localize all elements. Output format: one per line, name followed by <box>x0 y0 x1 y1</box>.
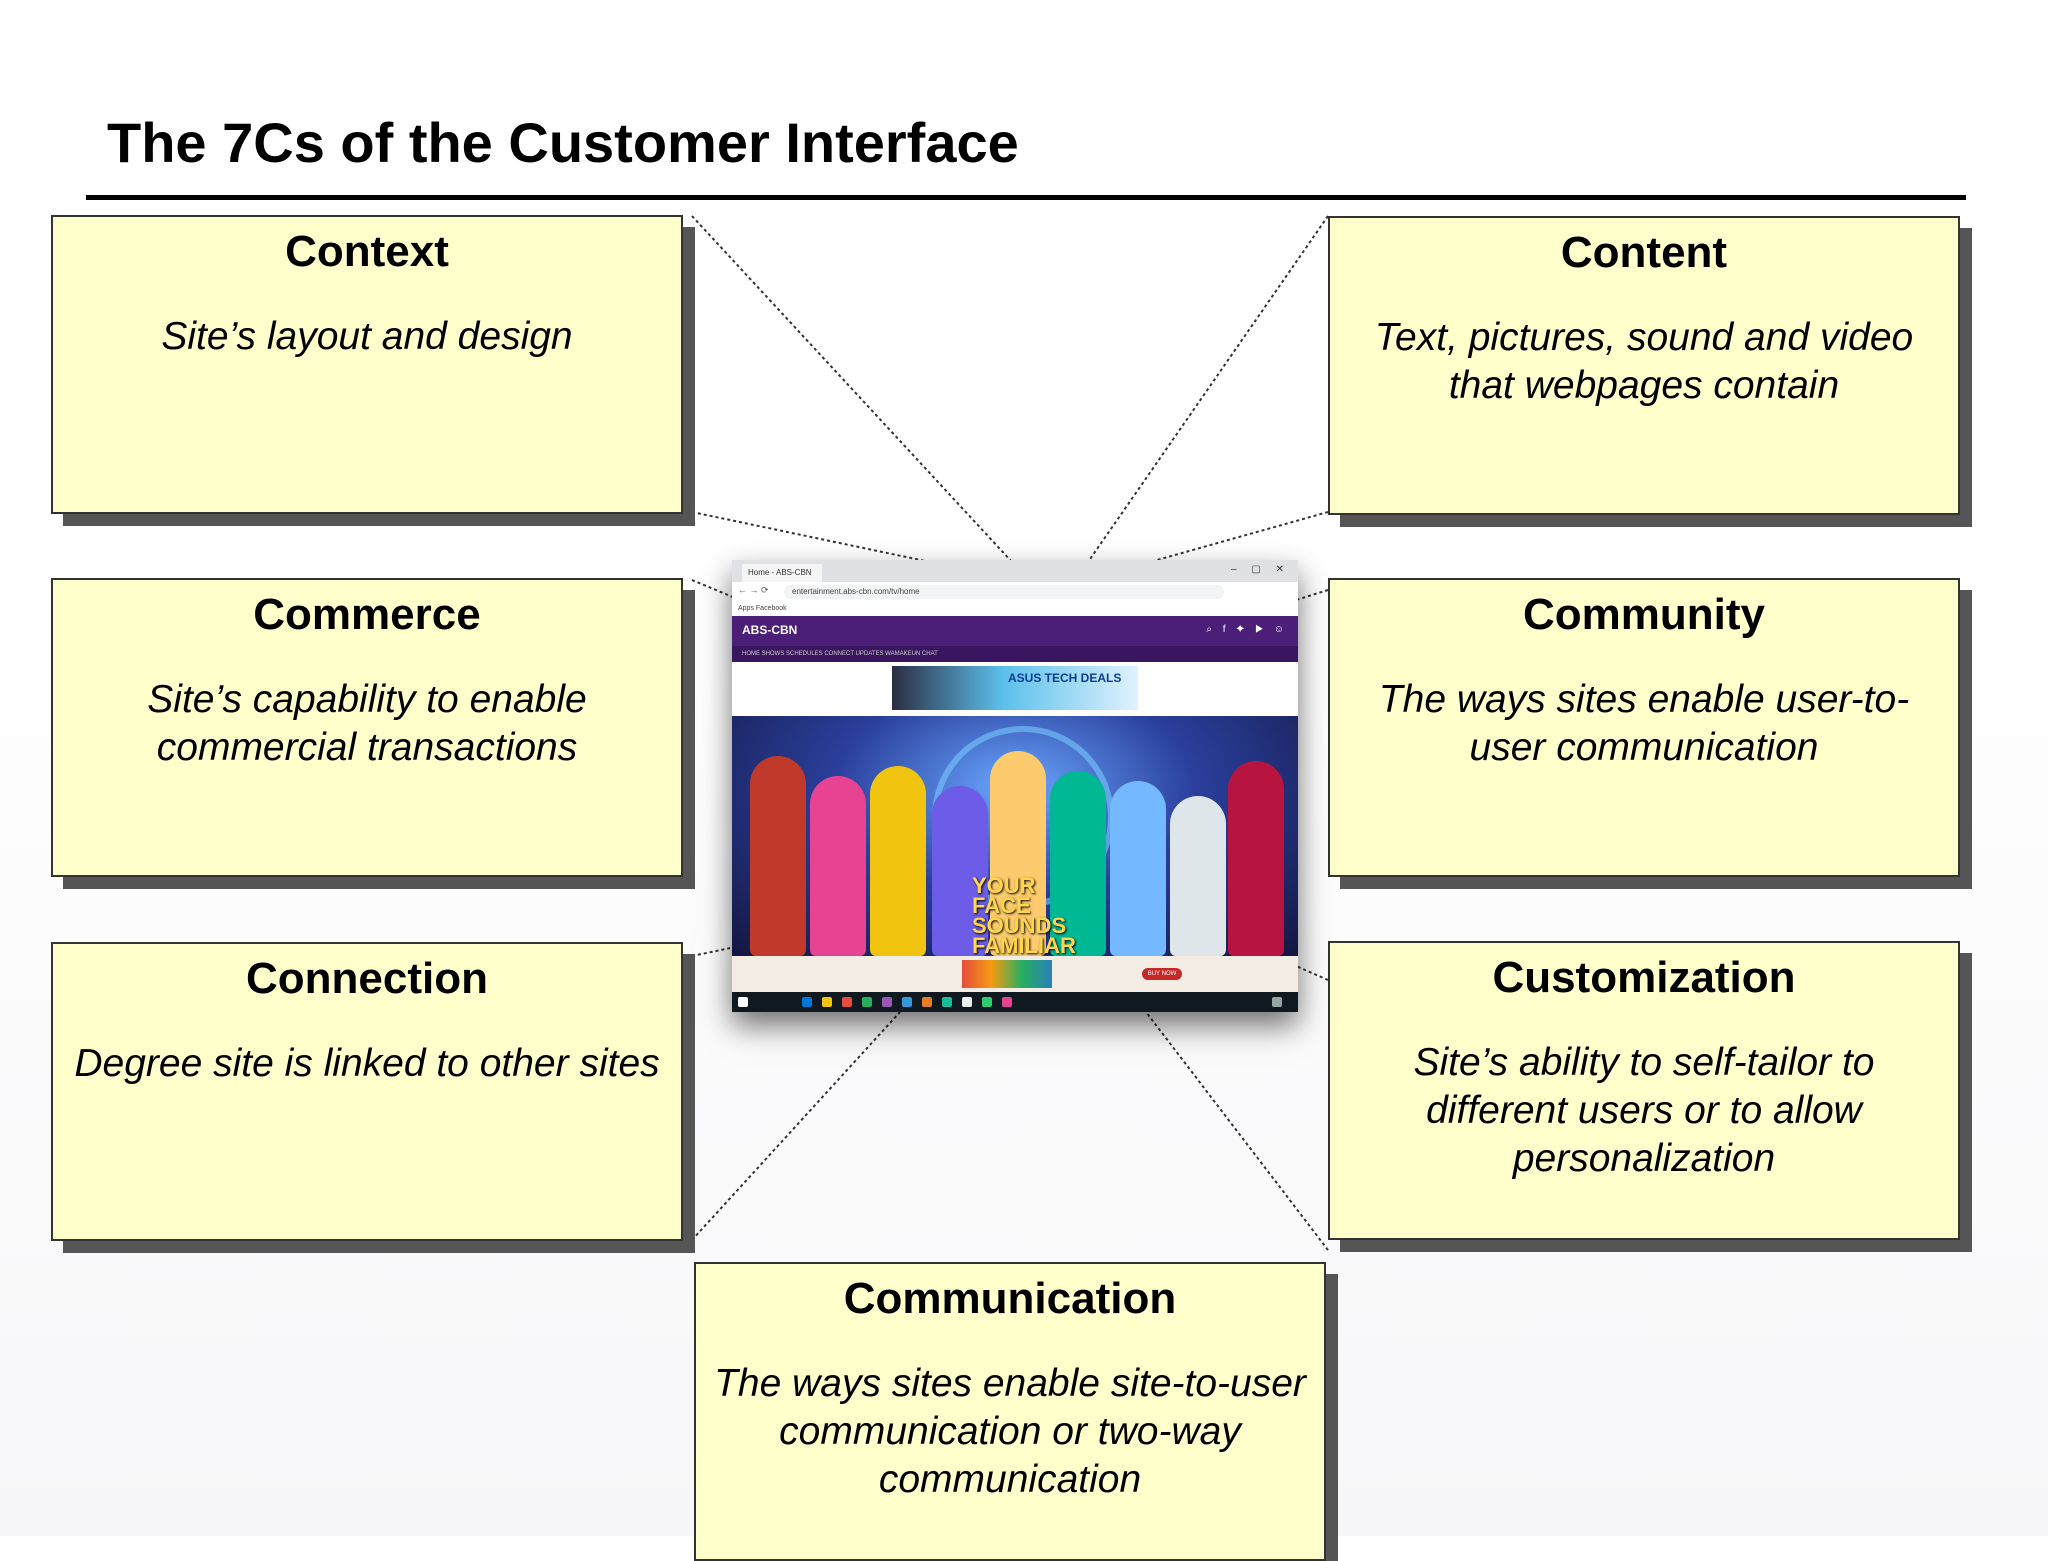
connector-connection-top <box>691 945 741 957</box>
box-commerce: Commerce Site’s capability to enable com… <box>51 578 683 877</box>
connector-connection-bottom <box>691 1011 901 1241</box>
app-icon <box>982 997 992 1007</box>
title-underline <box>86 195 1966 200</box>
buy-now-button: BUY NOW <box>1142 968 1182 980</box>
box-communication-heading: Communication <box>843 1274 1177 1323</box>
taskbar <box>732 992 1298 1012</box>
box-content: Content Text, pictures, sound and video … <box>1328 216 1960 515</box>
box-communication: Communication The ways sites enable site… <box>694 1262 1326 1561</box>
app-icon <box>902 997 912 1007</box>
hero-figure <box>870 766 926 956</box>
connector-customization-top <box>1295 965 1329 981</box>
social-icons: ⌕ f ✦ ▶ ☺ <box>1206 624 1288 635</box>
box-commerce-text: Site’s capability to enable commercial t… <box>147 678 587 769</box>
hero-figure <box>1170 796 1226 956</box>
box-customization: Customization Site’s ability to self-tai… <box>1328 941 1960 1240</box>
app-icon <box>1002 997 1012 1007</box>
slide-title: The 7Cs of the Customer Interface <box>107 111 1019 174</box>
box-context: Context Site’s layout and design <box>51 215 683 514</box>
folder-icon <box>822 997 832 1007</box>
box-context-text: Site’s layout and design <box>161 315 573 358</box>
hero-figure <box>750 756 806 956</box>
site-header: ABS-CBN ⌕ f ✦ ▶ ☺ <box>732 616 1298 646</box>
box-customization-text: Site’s ability to self-tailor to differe… <box>1413 1041 1875 1180</box>
connector-customization-bottom <box>1145 1011 1329 1251</box>
app-icon <box>962 997 972 1007</box>
website-screenshot: Home - ABS-CBN Enter... – ▢ ✕ ← → ⟳ ente… <box>732 560 1298 1012</box>
edge-icon <box>802 997 812 1007</box>
ad-banner: ASUS TECH DEALS <box>892 666 1138 710</box>
box-content-heading: Content <box>1560 228 1728 277</box>
hero-text: YOUR FACE SOUNDS FAMILIAR KIDS <box>972 873 1076 957</box>
browser-tab-bar: Home - ABS-CBN Enter... – ▢ ✕ <box>732 560 1298 595</box>
connector-community <box>1295 589 1329 601</box>
site-logo: ABS-CBN <box>742 623 798 637</box>
box-connection-text: Degree site is linked to other sites <box>74 1042 660 1085</box>
box-commerce-heading: Commerce <box>253 590 481 639</box>
promo-products <box>962 960 1052 988</box>
hero-figure <box>810 776 866 956</box>
app-icon <box>942 997 952 1007</box>
connector-context-bottom <box>691 511 931 563</box>
windows-start-icon <box>738 997 748 1007</box>
promo-banner: BUY NOW <box>732 956 1298 992</box>
hero-figure <box>932 786 988 956</box>
ad-text: ASUS TECH DEALS <box>1008 671 1122 685</box>
app-icon <box>882 997 892 1007</box>
hero-figure <box>1050 771 1106 956</box>
app-icon <box>842 997 852 1007</box>
connector-content-bottom <box>1149 511 1329 563</box>
hero-figure <box>1110 781 1166 956</box>
box-community: Community The ways sites enable user-to-… <box>1328 578 1960 877</box>
box-connection: Connection Degree site is linked to othe… <box>51 942 683 1241</box>
hero-banner: YOUR FACE SOUNDS FAMILIAR KIDS <box>732 716 1298 956</box>
hero-figure <box>990 751 1046 956</box>
box-context-heading: Context <box>285 227 449 276</box>
browser-url: entertainment.abs-cbn.com/tv/home <box>784 585 1224 599</box>
box-communication-text: The ways sites enable site-to-user commu… <box>714 1362 1306 1501</box>
box-connection-heading: Connection <box>246 954 488 1003</box>
connector-content-top <box>1087 215 1329 563</box>
site-nav: HOME SHOWS SCHEDULES CONNECT UPDATES WAM… <box>732 646 1298 662</box>
chrome-icon <box>862 997 872 1007</box>
app-icon <box>922 997 932 1007</box>
connector-context-top <box>691 215 1013 563</box>
box-customization-heading: Customization <box>1492 953 1796 1002</box>
browser-address-bar: ← → ⟳ entertainment.abs-cbn.com/tv/home <box>732 582 1298 603</box>
box-content-text: Text, pictures, sound and video that web… <box>1374 316 1914 407</box>
box-community-text: The ways sites enable user-to-user commu… <box>1378 678 1910 769</box>
notification-icon <box>1272 997 1282 1007</box>
box-community-heading: Community <box>1523 590 1765 639</box>
hero-figure <box>1228 761 1284 956</box>
bookmarks-bar: Apps Facebook <box>732 602 1298 616</box>
browser-tab: Home - ABS-CBN Enter... <box>742 564 822 595</box>
nav-arrows-icon: ← → ⟳ <box>738 585 769 595</box>
window-controls: – ▢ ✕ <box>1231 564 1290 575</box>
